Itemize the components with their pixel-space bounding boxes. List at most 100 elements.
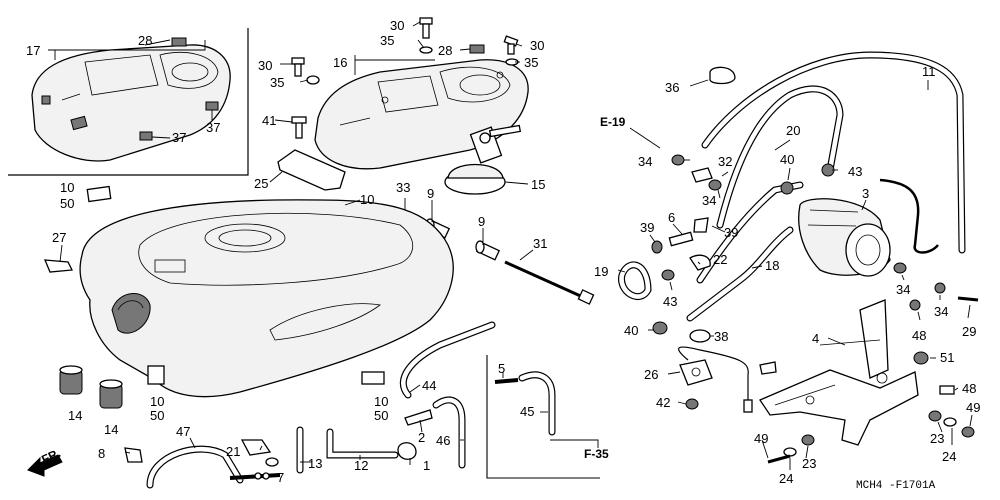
- emblem-28: [469, 44, 485, 54]
- callout-50-a: 50: [60, 196, 74, 211]
- callout-30-left: 30: [258, 58, 272, 73]
- callout-26: 26: [644, 367, 658, 382]
- diagram-code: MCH4 -F1701A: [856, 480, 936, 492]
- callout-34-d: 34: [934, 304, 948, 319]
- callout-17: 17: [26, 43, 40, 58]
- callout-44: 44: [422, 378, 436, 393]
- fuel-cap-15: [444, 124, 522, 195]
- callout-10-c: 10: [150, 394, 164, 409]
- callout-2: 2: [418, 430, 425, 445]
- joint-5: [494, 378, 519, 384]
- joint-2: [404, 409, 433, 426]
- callout-37-inset-b: 37: [172, 130, 186, 145]
- callout-46: 46: [436, 433, 450, 448]
- callout-43-b: 43: [663, 294, 677, 309]
- clamp-36: [709, 66, 736, 85]
- callout-33: 33: [396, 180, 410, 195]
- front-direction-arrow: [27, 454, 63, 477]
- bracket-27: [43, 259, 74, 273]
- callout-34-b: 34: [702, 193, 716, 208]
- tube-12: [326, 428, 399, 459]
- leader-lines: [48, 21, 973, 477]
- callout-25: 25: [254, 176, 268, 191]
- joint-7: [229, 472, 281, 480]
- bolt-31: [504, 260, 595, 305]
- bracket-25: [277, 116, 346, 191]
- bolt-30-b: [291, 57, 320, 85]
- callout-16: 16: [333, 55, 347, 70]
- ref-f35: F-35: [584, 447, 609, 461]
- ref-e19-arrow: [629, 127, 661, 149]
- callout-41: 41: [262, 113, 276, 128]
- callout-37-inset: 37: [206, 120, 220, 135]
- callout-14-b: 14: [104, 422, 118, 437]
- callout-32: 32: [718, 154, 732, 169]
- callout-8: 8: [98, 446, 105, 461]
- clip-8: [124, 447, 143, 463]
- bolt-30-a: [419, 17, 433, 54]
- tube-46: [432, 396, 466, 469]
- callout-18: 18: [765, 258, 779, 273]
- callout-49-a: 49: [754, 431, 768, 446]
- callout-38: 38: [714, 329, 728, 344]
- grommet-42: [685, 398, 699, 410]
- callout-12: 12: [354, 458, 368, 473]
- callout-labels: 17 28 37 37 30 35 30 35 16 28 30 35 41 2…: [26, 18, 980, 486]
- fuel-tank: [79, 199, 454, 398]
- callout-14-a: 14: [68, 408, 82, 423]
- tube-to-canister: [696, 181, 804, 284]
- callout-23-a: 23: [802, 456, 816, 471]
- callout-10-d: 10: [374, 394, 388, 409]
- inset-tank-cover: [31, 44, 231, 162]
- inset-emblem-28: [171, 37, 187, 47]
- label-50-a: [86, 185, 112, 203]
- callout-24-a: 24: [779, 471, 793, 486]
- callout-50-b: 50: [150, 408, 164, 423]
- hose-11: [701, 51, 966, 254]
- bolt-30-c: [503, 35, 519, 66]
- inset-clip-37: [205, 101, 219, 111]
- line-to-canister: [879, 178, 939, 254]
- callout-23-b: 23: [930, 431, 944, 446]
- clamp-1: [397, 442, 417, 460]
- callout-9-b: 9: [478, 214, 485, 229]
- callout-7: 7: [277, 470, 284, 485]
- callout-28-inset: 28: [138, 33, 152, 48]
- callout-1: 1: [423, 458, 430, 473]
- callout-48-a: 48: [912, 328, 926, 343]
- callout-4: 4: [812, 331, 819, 346]
- inset-clip-37b: [139, 131, 153, 141]
- canister-3: [798, 198, 891, 277]
- callout-35-right: 35: [524, 55, 538, 70]
- label-50-c: [361, 371, 385, 385]
- callout-50-c: 50: [374, 408, 388, 423]
- callout-24-b: 24: [942, 449, 956, 464]
- callout-28: 28: [438, 43, 452, 58]
- collar-9-b: [475, 240, 501, 261]
- callout-19: 19: [594, 264, 608, 279]
- cushion-14-b: [99, 379, 123, 409]
- callout-40-b: 40: [624, 323, 638, 338]
- ref-frame-f35: [486, 355, 600, 479]
- callout-30-right: 30: [530, 38, 544, 53]
- cushion-14-a: [59, 365, 83, 395]
- tube-19: [618, 261, 652, 300]
- callout-42: 42: [656, 395, 670, 410]
- callout-35-top: 35: [380, 33, 394, 48]
- callout-27: 27: [52, 230, 66, 245]
- callout-11: 11: [922, 64, 936, 79]
- callout-13: 13: [308, 456, 322, 471]
- callout-20: 20: [786, 123, 800, 138]
- callout-48-b: 48: [962, 381, 976, 396]
- callout-34-a: 34: [638, 154, 652, 169]
- callout-5: 5: [498, 361, 505, 376]
- callout-40-a: 40: [780, 152, 794, 167]
- callout-39-b: 39: [724, 225, 738, 240]
- callout-22: 22: [713, 252, 727, 267]
- callout-10-a: 10: [60, 180, 74, 195]
- callout-29: 29: [962, 324, 976, 339]
- label-50-b: [147, 365, 165, 385]
- clip-21: [240, 439, 279, 467]
- callout-49-b: 49: [966, 400, 980, 415]
